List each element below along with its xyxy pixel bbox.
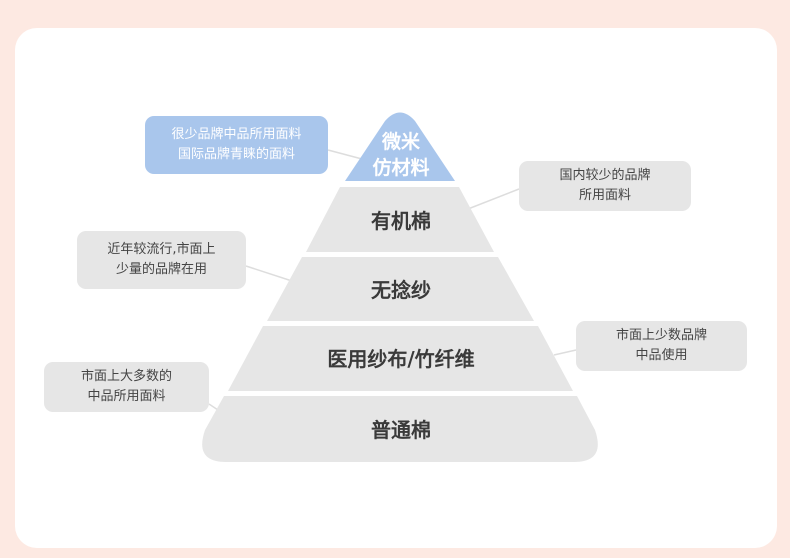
callout-top-left-line1: 很少品牌中品所用面料	[171, 127, 302, 142]
connector-right-1	[467, 188, 520, 210]
pyramid-tier-gauze-bamboo	[228, 326, 573, 391]
callout-right-1-line1: 国内较少的品牌	[559, 168, 651, 183]
callout-left-2-line1: 近年较流行,市面上	[107, 242, 216, 257]
callout-right-2-line1: 市面上少数品牌	[615, 328, 707, 343]
callout-right-1-line2: 所用面料	[578, 188, 631, 203]
pyramid-tier-microfiber	[345, 112, 455, 181]
tier-label-gauze-bamboo: 医用纱布/竹纤维	[327, 347, 474, 371]
callout-top-left: 很少品牌中品所用面料 国际品牌青睐的面料	[145, 116, 328, 174]
connector-top-left	[327, 149, 363, 160]
callout-left-2: 近年较流行,市面上 少量的品牌在用	[77, 231, 246, 289]
connector-left-3	[208, 403, 219, 411]
pyramid-tier-regular-cotton	[202, 396, 598, 462]
tier-label-regular-cotton: 普通棉	[371, 418, 431, 442]
callout-top-left-line2: 国际品牌青睐的面料	[177, 147, 295, 162]
pyramid-tier-untwisted-yarn	[267, 257, 534, 321]
tier-label-microfiber-line1: 微米	[381, 130, 421, 153]
callout-left-3-line1: 市面上大多数的	[80, 369, 172, 384]
connector-right-2	[553, 349, 577, 356]
callout-right-1: 国内较少的品牌 所用面料	[519, 161, 691, 211]
callout-left-3-line2: 中品所用面料	[87, 389, 166, 404]
tier-label-organic-cotton: 有机棉	[371, 209, 431, 233]
callout-left-3: 市面上大多数的 中品所用面料	[44, 362, 209, 412]
tier-label-untwisted-yarn: 无捻纱	[371, 278, 431, 302]
connector-left-2	[245, 265, 293, 282]
connector-lines	[208, 149, 577, 411]
pyramid-tier-organic-cotton	[306, 187, 494, 252]
tier-label-microfiber-line2: 仿材料	[372, 156, 429, 179]
callout-right-2: 市面上少数品牌 中品使用	[576, 321, 747, 371]
callout-right-2-line2: 中品使用	[635, 348, 688, 363]
callout-left-2-line2: 少量的品牌在用	[115, 262, 207, 277]
